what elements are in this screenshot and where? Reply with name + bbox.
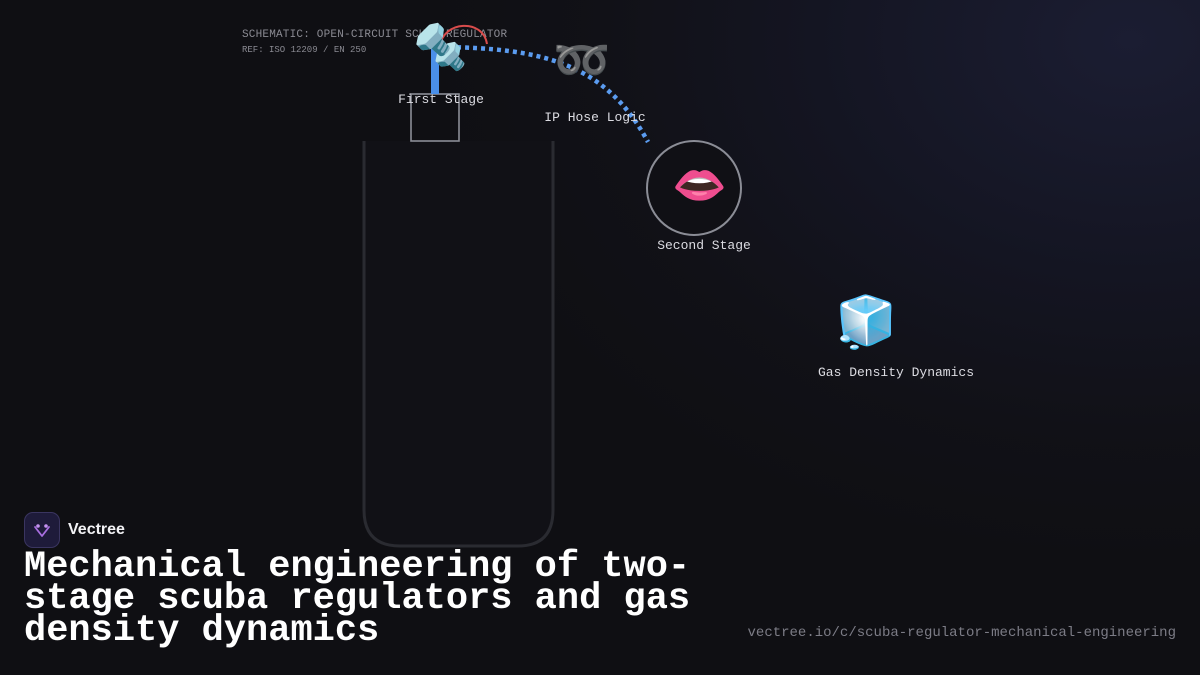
nut-and-bolt-icon: 🔩: [413, 22, 468, 73]
tank-outline: [362, 141, 555, 548]
ip-hose-label: IP Hose Logic: [544, 110, 646, 125]
brand-name: Vectree: [68, 521, 125, 538]
page-title: Mechanical engineering of two-stage scub…: [24, 546, 691, 652]
ice-cube-icon: 🧊: [835, 293, 898, 351]
page-url[interactable]: vectree.io/c/scuba-regulator-mechanical-…: [747, 625, 1176, 641]
vectree-logo-mark: [34, 524, 50, 537]
ip-hose-line: [440, 44, 650, 144]
vectree-logo: [24, 512, 60, 548]
gas-density-label: Gas Density Dynamics: [817, 365, 975, 380]
first-stage-post: [431, 48, 439, 94]
schematic-reference: REF: ISO 12209 / EN 250: [242, 45, 367, 55]
double-curly-loop-icon: ➿: [553, 33, 611, 87]
schematic-header: SCHEMATIC: OPEN-CIRCUIT SCUBA REGULATOR …: [242, 28, 507, 56]
schematic-title: SCHEMATIC: OPEN-CIRCUIT SCUBA REGULATOR: [242, 29, 508, 41]
brand: Vectree: [24, 512, 125, 548]
second-stage-ring: [646, 140, 742, 236]
first-stage-label: First Stage: [398, 92, 484, 107]
mouth-icon: 👄: [672, 160, 727, 211]
second-stage-label: Second Stage: [657, 238, 751, 253]
valve-arc: [439, 24, 488, 47]
